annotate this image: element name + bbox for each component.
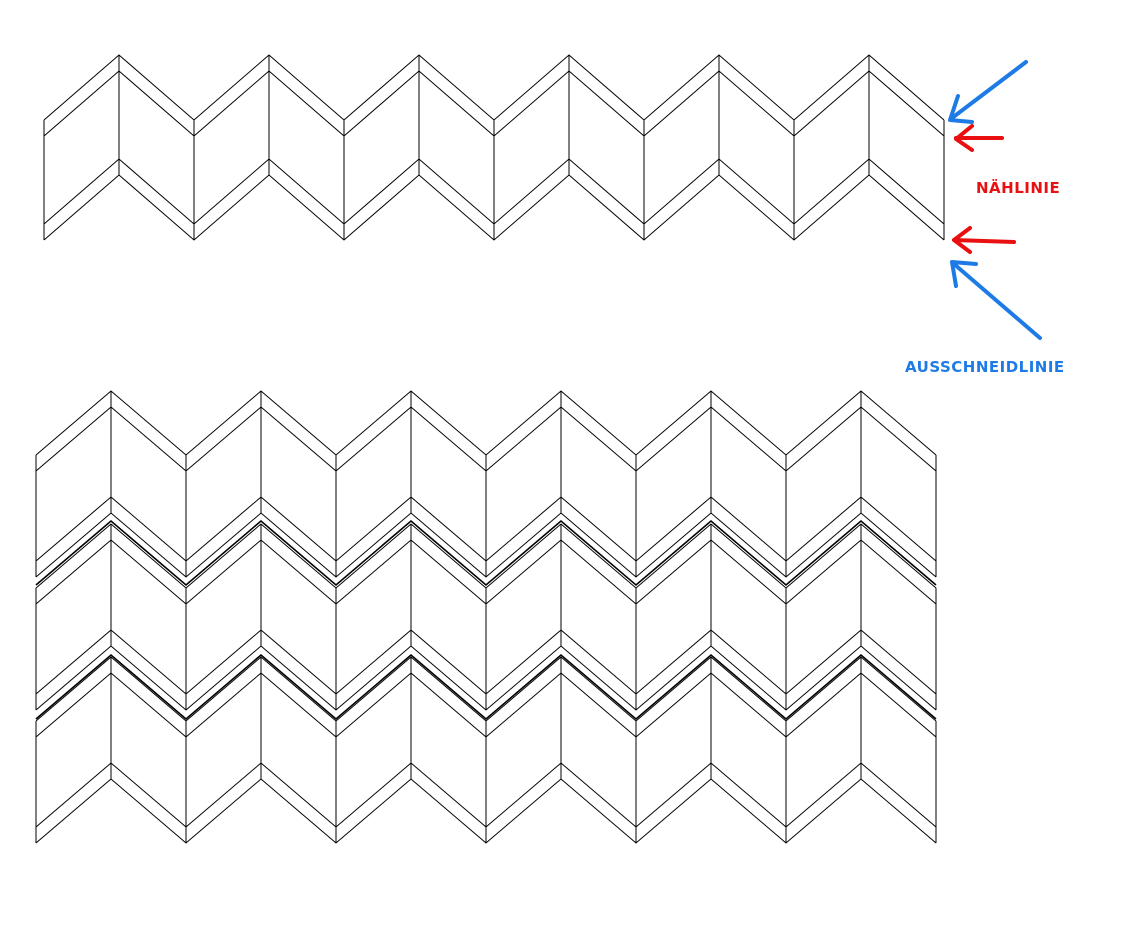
row-1-top-cut-edge <box>35 390 937 456</box>
strip-top-cut-edge <box>43 54 945 121</box>
cutting-line-arrow-bottom <box>952 262 1042 340</box>
seam-line-1 <box>35 519 937 587</box>
cutting-line-arrow-top <box>950 60 1028 120</box>
seam-line-2 <box>35 653 937 721</box>
annotation-arrows <box>948 60 1042 340</box>
sewing-line-arrow-bottom-head <box>952 226 972 254</box>
cutting-line-arrow-bottom-head <box>950 260 978 288</box>
cutting-line-arrow-top-head <box>948 94 974 124</box>
single-chevron-strip <box>43 54 945 241</box>
sewing-line-arrow-top-head <box>954 124 974 152</box>
sewing-line-arrow-bottom <box>952 238 1016 244</box>
assembled-chevron-strips <box>35 390 937 844</box>
sewing-line-label: NÄHLINIE <box>976 179 1061 197</box>
cutting-line-label: AUSSCHNEIDLINIE <box>905 358 1065 376</box>
